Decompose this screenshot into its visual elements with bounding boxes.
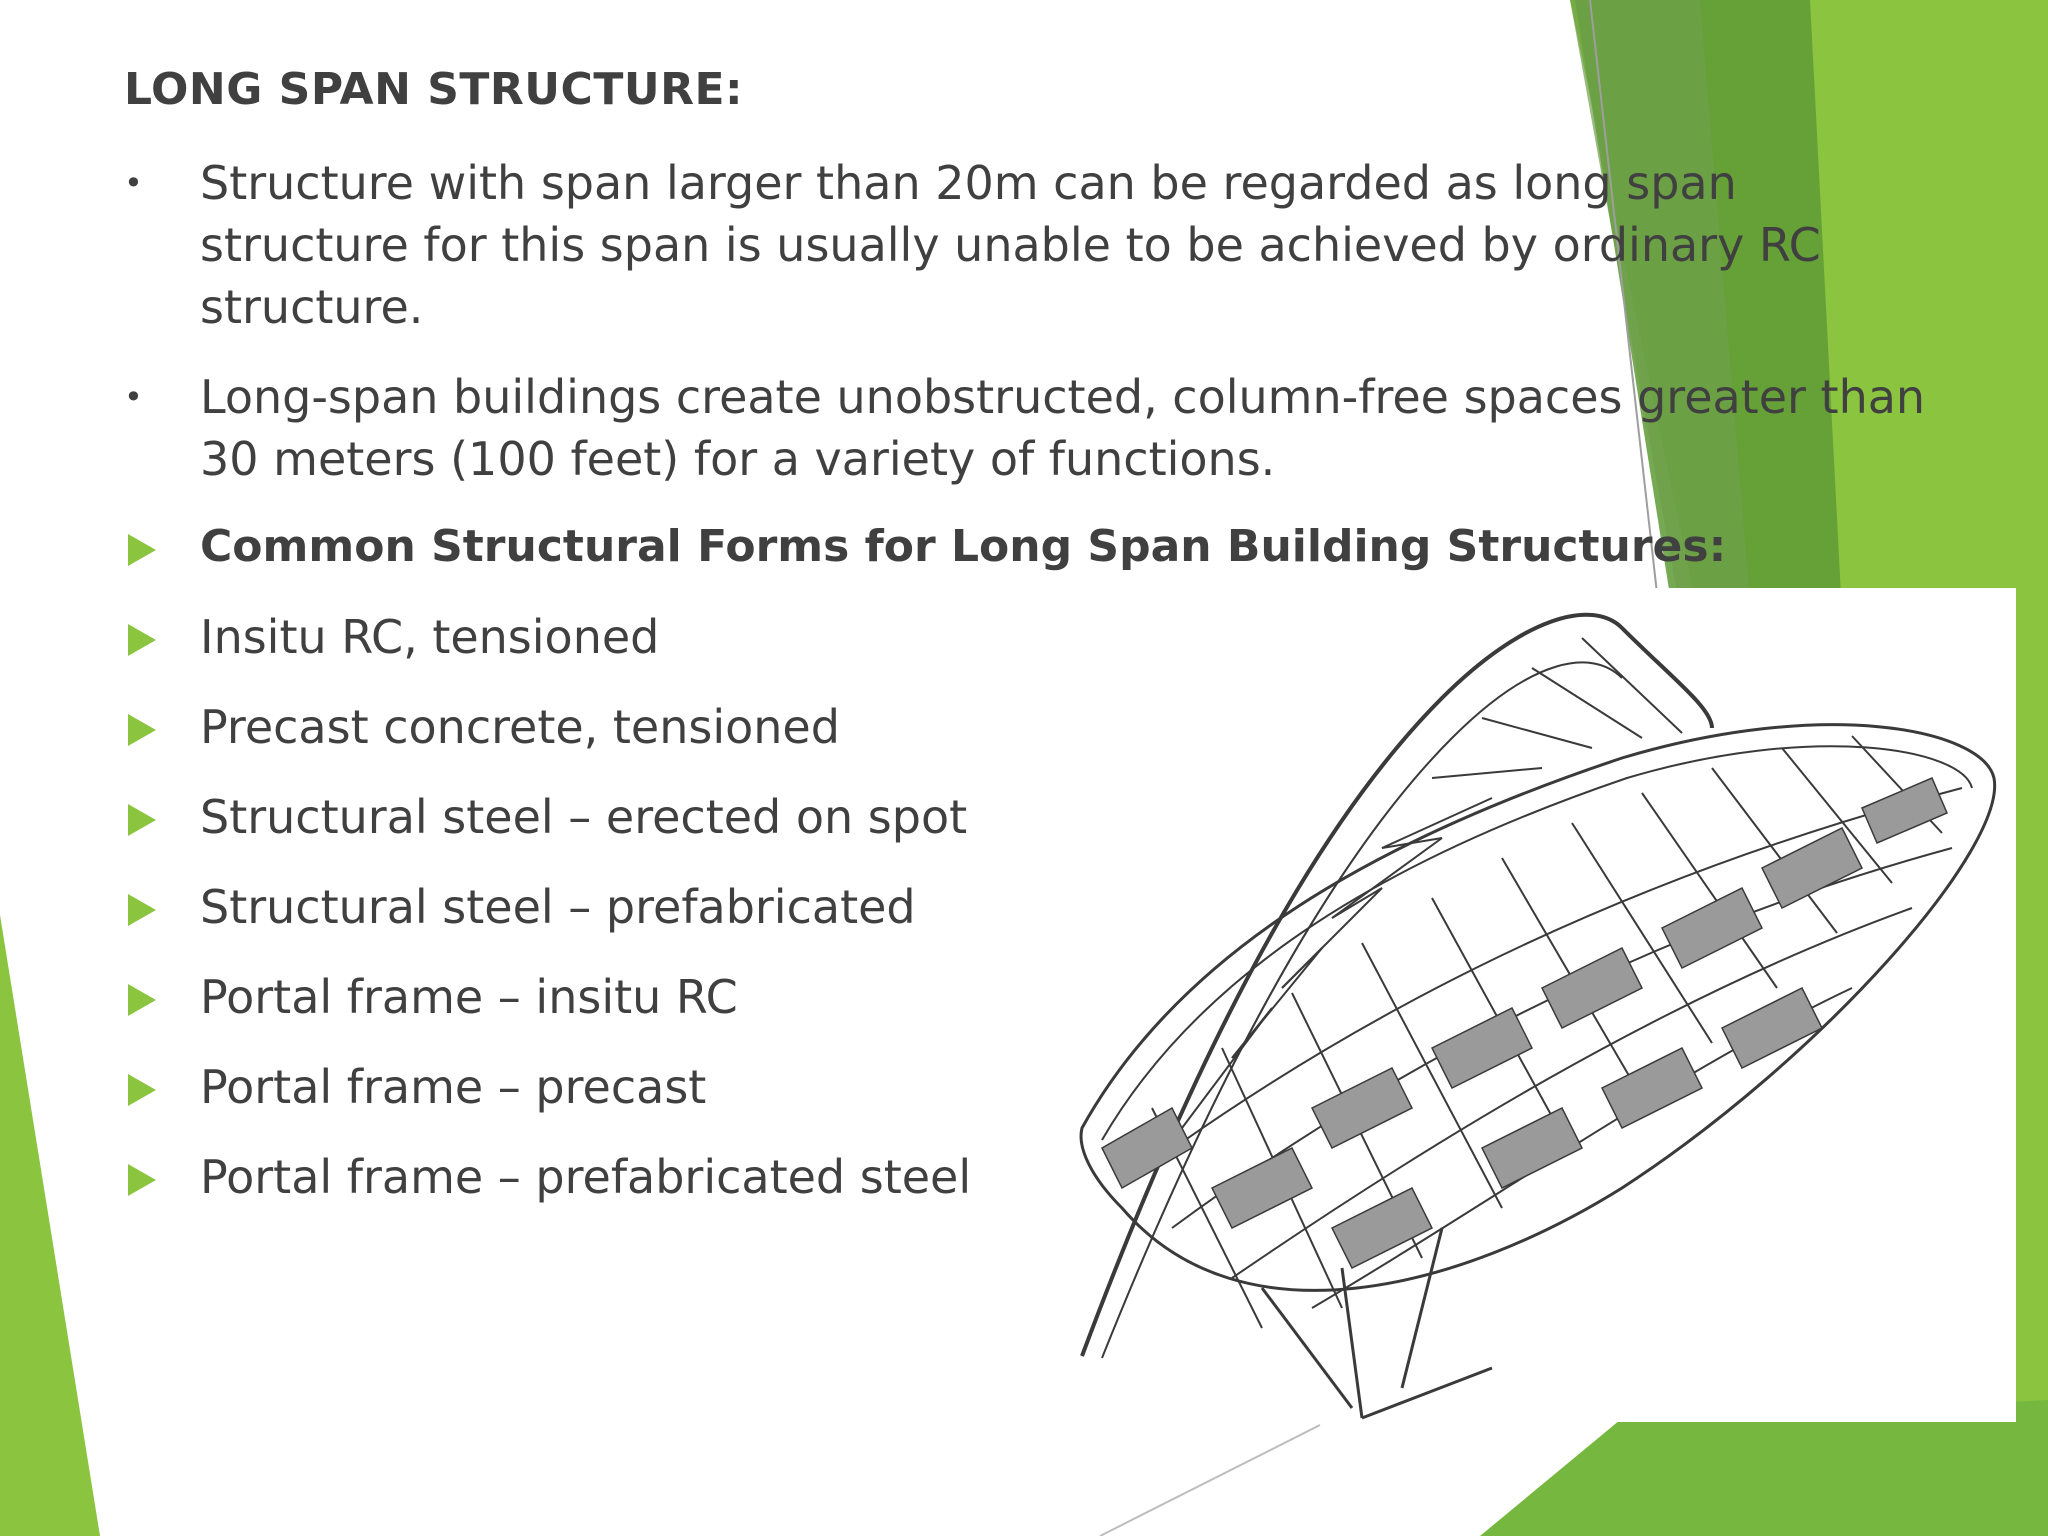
deck-chord [1231,907,1913,1279]
arrow-bullet-icon [128,804,156,836]
form-text: Portal frame – prefabricated steel [200,1150,972,1204]
arrow-bullet-icon [128,894,156,926]
cross-rib [1711,767,1838,934]
arrow-bullet-icon [128,1074,156,1106]
arch-web [1331,887,1383,919]
arch-web [1481,717,1593,749]
arrow-bullet-icon [128,714,156,746]
support-leg [1260,1287,1354,1409]
arrow-bullet-icon [128,1164,156,1196]
bullet-dot: • [124,378,143,416]
roof-panel [1660,886,1764,970]
bullet-item: • Structure with span larger than 20m ca… [124,152,1944,338]
green-corner-bottom [1480,1400,2048,1536]
roof-panel [1480,1106,1584,1190]
form-text: Structural steel – prefabricated [200,880,916,934]
long-span-truss-figure [1062,588,2016,1422]
form-text: Portal frame – precast [200,1060,707,1114]
subheading-text: Common Structural Forms for Long Span Bu… [200,521,1727,572]
arch-web [1431,767,1543,779]
roof-panel [1760,826,1864,910]
main-arch-inner [1101,661,1623,1359]
roof-panel [1600,1046,1704,1130]
green-band-accent [1570,0,1750,720]
roof-panel [1540,946,1644,1030]
long-span-arch-truss-roof-illustration-icon [1079,612,1997,1420]
bullet-dot: • [124,164,143,202]
cross-rib [1571,822,1713,1044]
bullet-line: Structure with span larger than 20m can … [200,156,1737,210]
form-text: Insitu RC, tensioned [200,610,660,664]
main-arch [1080,612,1714,1357]
bullet-line: structure. [200,280,424,334]
thin-gray-line-bottom [1099,1424,1321,1536]
arrow-bullet-icon [128,984,156,1016]
arch-web [1381,837,1443,849]
deck-outline-inner [1101,745,1973,1141]
support-leg [1400,1227,1444,1389]
bullet-item: • Long-span buildings create unobstructe… [124,366,1944,490]
arrow-bullet-icon [128,534,156,566]
arch-web [1581,637,1683,734]
arch-web [1531,667,1643,739]
form-text: Structural steel – erected on spot [200,790,968,844]
roof-panel [1720,986,1824,1070]
arch-web [1231,1007,1273,1059]
thin-gray-line [1589,0,1661,621]
cross-rib [1361,942,1503,1209]
form-text: Portal frame – insitu RC [200,970,738,1024]
roof-panel [1430,1006,1534,1090]
bullet-line: structure for this span is usually unabl… [200,218,1821,272]
green-strip-left [0,915,100,1536]
deck-chord [1131,787,1963,1179]
arch-web [1281,947,1323,989]
roof-panel [1310,1066,1414,1150]
arrow-bullet-icon [128,624,156,656]
roof-panel [1101,1106,1193,1190]
roof-panel [1210,1146,1314,1230]
arch-web [1381,797,1493,849]
bullet-line: 30 meters (100 feet) for a variety of fu… [200,432,1276,486]
bullet-line: Long-span buildings create unobstructed,… [200,370,1926,424]
arch-web [1331,837,1443,919]
form-text: Precast concrete, tensioned [200,700,840,754]
roof-panel [1330,1186,1434,1270]
support-leg [1340,1267,1364,1419]
support-leg [1361,1366,1493,1420]
slide-heading: LONG SPAN STRUCTURE: [124,64,744,115]
cross-rib [1641,792,1778,989]
cross-rib [1781,747,1893,884]
roof-panel [1861,777,1948,844]
deck-outline [1079,723,1997,1292]
